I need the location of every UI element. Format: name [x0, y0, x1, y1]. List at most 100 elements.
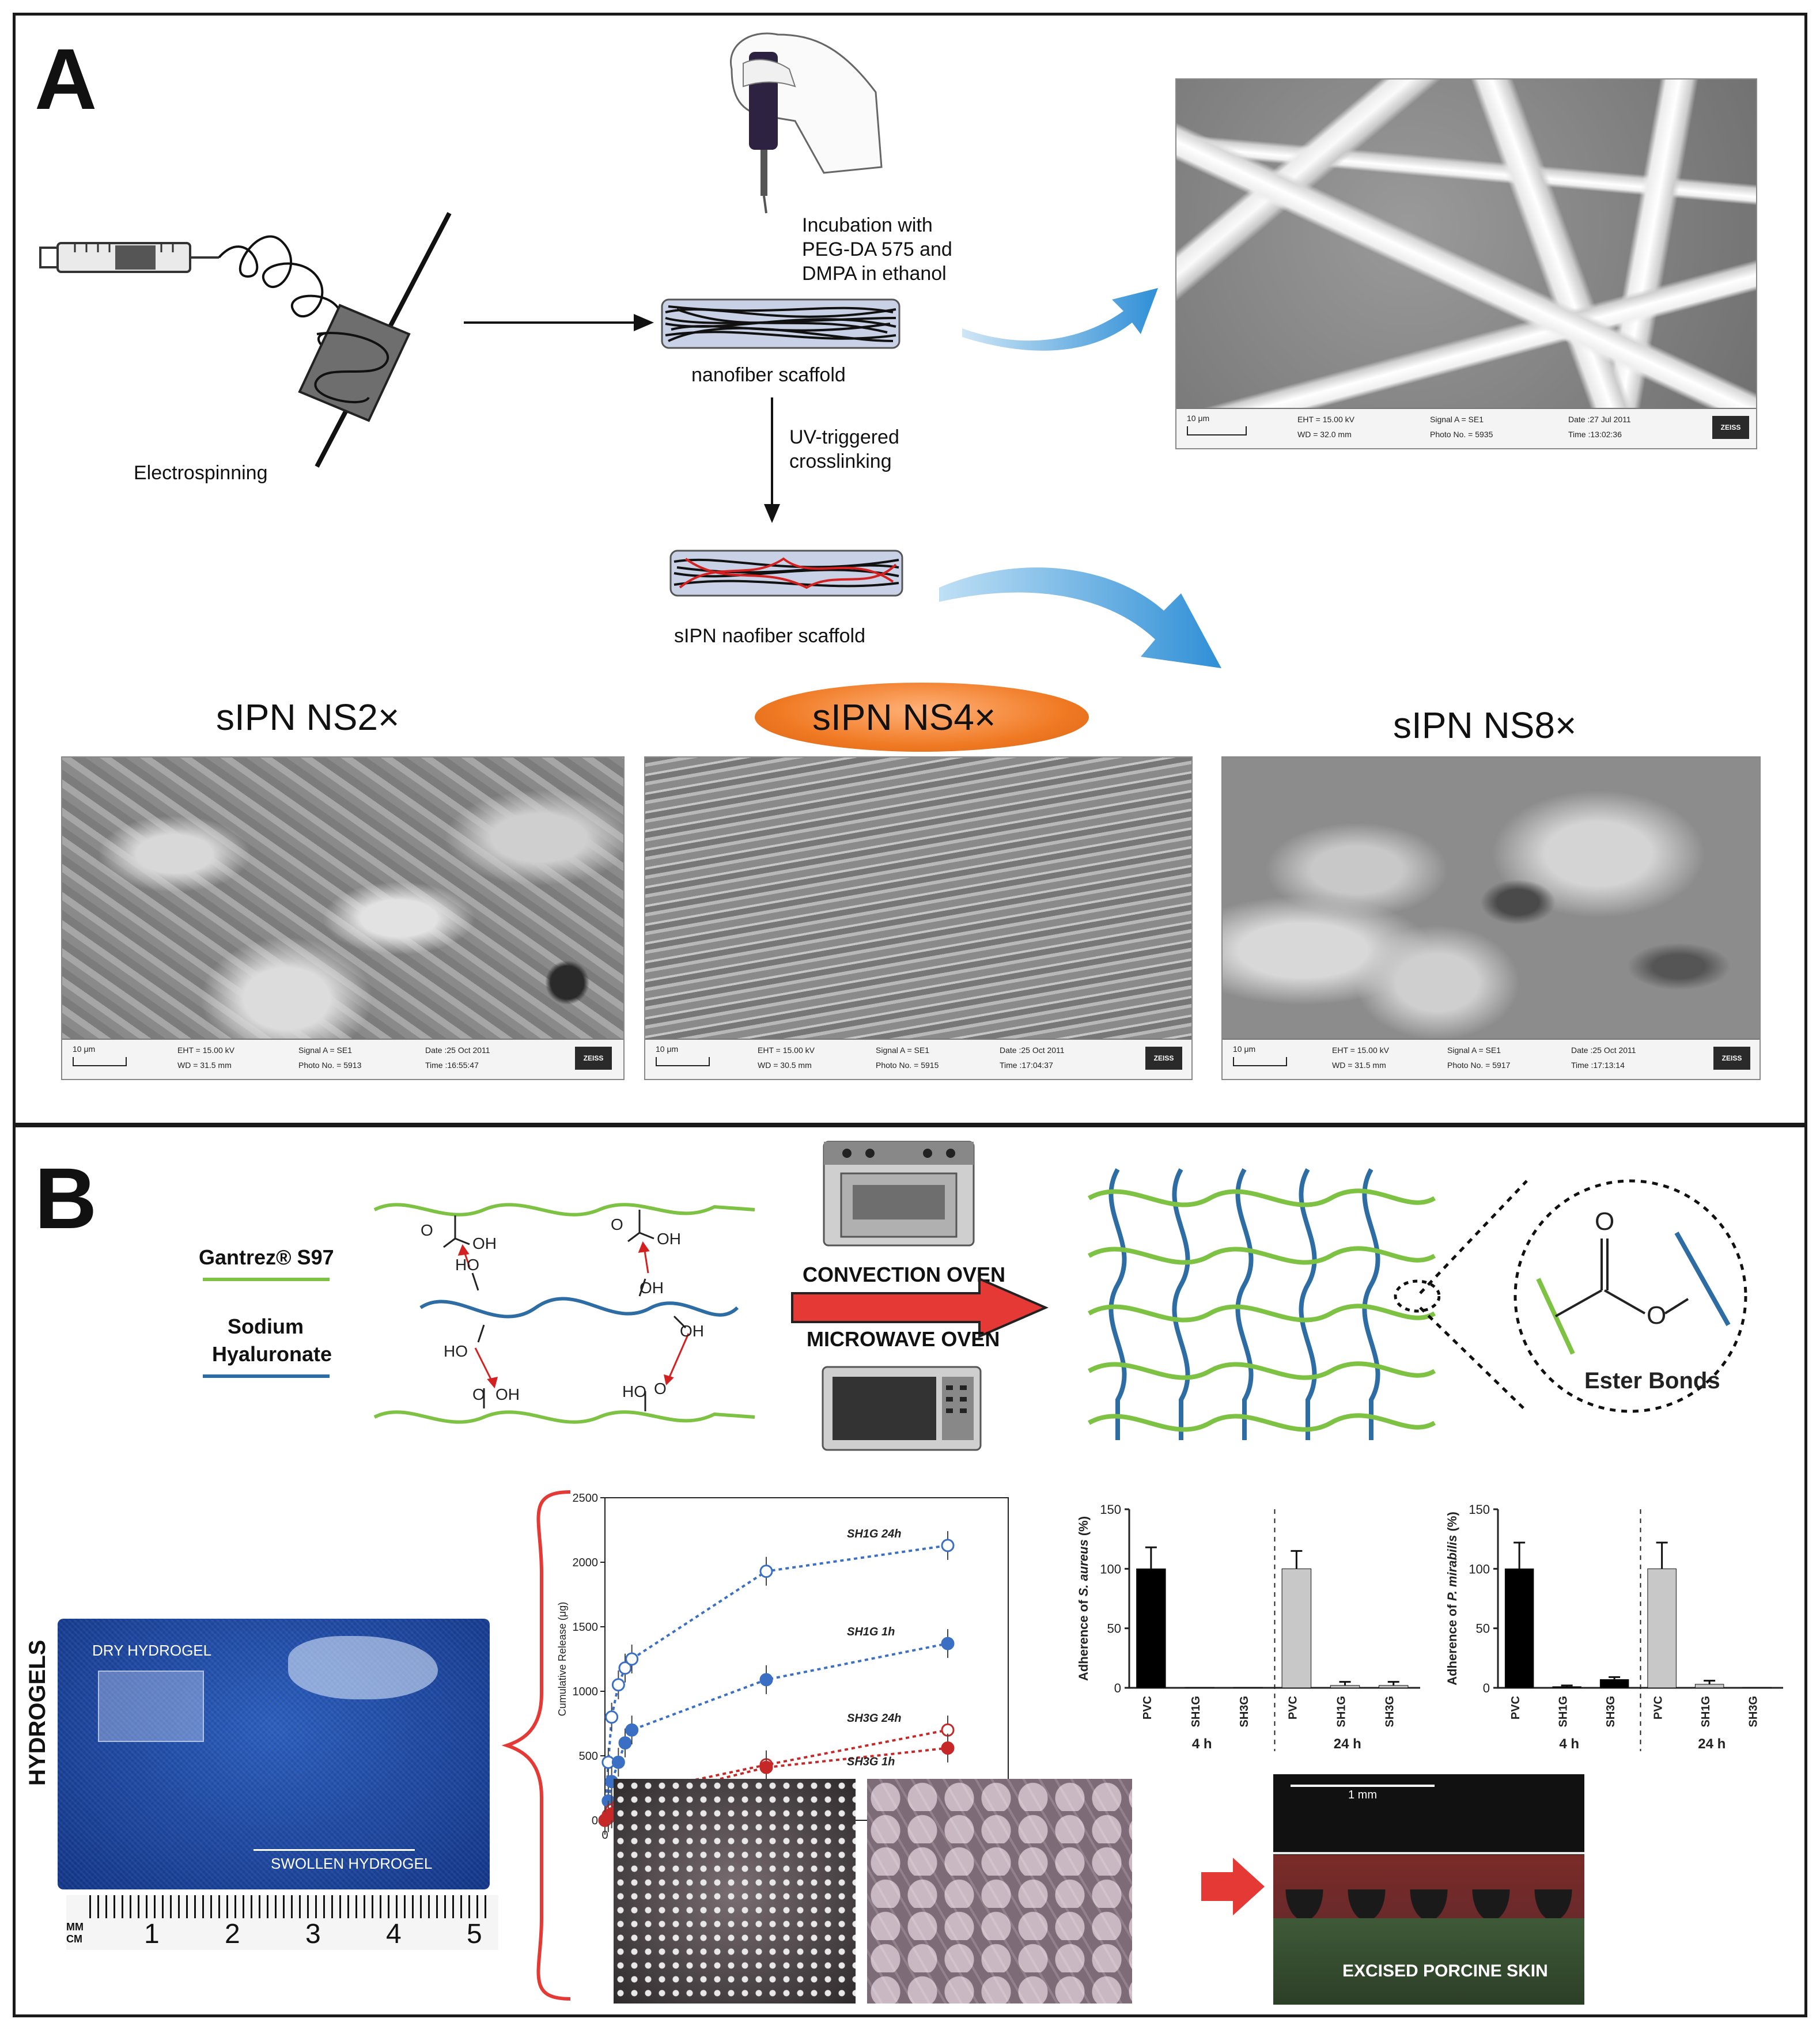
series-label: SH1G 24h — [847, 1528, 901, 1540]
y-tick-label: 100 — [1100, 1562, 1121, 1576]
bar — [1504, 1568, 1534, 1688]
legend-gantrez: Gantrez® S97 — [199, 1245, 334, 1269]
ns4-highlight-ellipse — [755, 683, 1089, 752]
data-point — [618, 1736, 632, 1750]
microneedle-array-photo — [614, 1779, 856, 2004]
sem-photo: Photo No. = 5935 — [1430, 430, 1493, 439]
y-axis-label: Adherence of S. aureus (%) — [1076, 1516, 1091, 1681]
ester-bond-zoom-circle: O O Ester Bonds — [1513, 1179, 1747, 1413]
ns8-date: Date :25 Oct 2011 — [1571, 1046, 1636, 1055]
sem-wd: WD = 32.0 mm — [1297, 430, 1352, 439]
sem-info-bar-ns4: 10 μm EHT = 15.00 kV WD = 30.5 mm Signal… — [645, 1039, 1191, 1079]
data-point — [618, 1661, 632, 1675]
legend-hyaluronate-2: Hyaluronate — [212, 1342, 332, 1366]
electrospinning-diagram — [39, 212, 452, 468]
ns4-signal: Signal A = SE1 — [876, 1046, 930, 1055]
data-point — [605, 1710, 619, 1724]
data-point — [941, 1637, 955, 1650]
ns4-eht: EHT = 15.00 kV — [758, 1046, 815, 1055]
ruler-tick-label: 4 — [386, 1919, 402, 1949]
bar — [1378, 1685, 1409, 1688]
uv-label-2: crosslinking — [789, 450, 892, 472]
swollen-pointer-line — [253, 1849, 415, 1851]
ho-label: HO — [444, 1342, 468, 1360]
nanofiber-label: nanofiber scaffold — [691, 364, 846, 386]
category-label: SH1G — [1190, 1696, 1202, 1727]
ns2-photo: Photo No. = 5913 — [298, 1061, 362, 1070]
data-point — [759, 1673, 773, 1687]
ns4-scale-bar — [656, 1057, 710, 1066]
y-tick-label: 2500 — [573, 1492, 599, 1505]
sipn-scaffold-image — [669, 550, 903, 597]
nanofiber-scaffold-image — [661, 298, 900, 349]
sem-image-nanofibers: 10 μm EHT = 15.00 kV WD = 32.0 mm Signal… — [1175, 78, 1757, 449]
group-label: 4 h — [1559, 1736, 1579, 1752]
y-tick-label: 50 — [1107, 1622, 1121, 1636]
series-label: SH3G 24h — [847, 1712, 901, 1725]
category-label: SH1G — [1557, 1696, 1570, 1727]
red-brace — [501, 1490, 571, 2001]
ns8-wd: WD = 31.5 mm — [1332, 1061, 1386, 1070]
y-tick-label: 500 — [579, 1750, 598, 1763]
sample-title-ns2: sIPN NS2× — [216, 696, 400, 738]
o-label: O — [654, 1380, 667, 1397]
data-point — [611, 1755, 625, 1769]
ruler-tick-label: 1 — [144, 1919, 160, 1949]
ns2-eht: EHT = 15.00 kV — [177, 1046, 234, 1055]
category-label: PVC — [1652, 1696, 1665, 1720]
y-tick-label: 2000 — [573, 1556, 599, 1569]
ns4-date: Date :25 Oct 2011 — [1000, 1046, 1065, 1055]
data-point — [759, 1760, 773, 1774]
oh-label: OH — [657, 1230, 681, 1248]
bar — [1136, 1568, 1166, 1688]
category-label: SH1G — [1700, 1696, 1712, 1727]
blue-arrow-to-sem — [962, 288, 1158, 351]
ho-label: HO — [622, 1383, 646, 1400]
ns2-time: Time :16:55:47 — [425, 1061, 479, 1070]
sem-eht: EHT = 15.00 kV — [1297, 415, 1354, 424]
ns8-scale-text: 10 μm — [1233, 1044, 1256, 1054]
category-label: SH3G — [1384, 1696, 1397, 1727]
porcine-skin-oct-image: 1 mm EXCISED PORCINE SKIN — [1273, 1774, 1584, 2005]
blue-arrow-to-ns8 — [939, 567, 1221, 668]
crosslinked-network-diagram — [1088, 1168, 1440, 1440]
syringe-icon — [39, 242, 219, 273]
sem-time: Time :13:02:36 — [1568, 430, 1622, 439]
hydrogel-photo: DRY HYDROGEL SWOLLEN HYDROGEL — [58, 1619, 490, 1889]
legend-hyaluronate-1: Sodium — [228, 1315, 304, 1338]
o-label: O — [472, 1385, 485, 1403]
oh-label: OH — [680, 1322, 704, 1340]
incubation-label-2: PEG-DA 575 and — [802, 238, 952, 260]
oh-label: OH — [495, 1385, 520, 1403]
y-tick-label: 0 — [592, 1815, 598, 1827]
ns4-scale-text: 10 μm — [656, 1044, 679, 1054]
sem-info-bar-ns8: 10 μm EHT = 15.00 kV WD = 31.5 mm Signal… — [1223, 1039, 1760, 1079]
ns4-time: Time :17:04:37 — [1000, 1061, 1053, 1070]
carbonyl-o-label: O — [1595, 1207, 1614, 1236]
skin-scale-bar — [1291, 1785, 1435, 1787]
zeiss-logo: ZEISS — [1712, 416, 1749, 439]
y-tick-label: 150 — [1469, 1502, 1490, 1517]
y-tick-label: 0 — [1114, 1681, 1121, 1695]
panel-b-letter: B — [35, 1150, 97, 1247]
data-point — [625, 1723, 639, 1737]
y-tick-label: 1500 — [573, 1621, 599, 1634]
ns2-scale-bar — [73, 1057, 127, 1066]
data-point — [941, 1539, 955, 1552]
ruler: MM CM 1 2 3 4 5 — [66, 1895, 498, 1950]
sample-title-ns8: sIPN NS8× — [1393, 705, 1577, 746]
swollen-hydrogel-film — [288, 1636, 438, 1699]
sipn-label: sIPN naofiber scaffold — [674, 625, 865, 647]
bar — [1599, 1679, 1629, 1688]
bar — [1185, 1687, 1214, 1688]
legend-blue-line — [203, 1374, 330, 1378]
electrospinning-label: Electrospinning — [134, 462, 268, 484]
ester-bonds-label: Ester Bonds — [1584, 1368, 1720, 1393]
data-point — [611, 1678, 625, 1692]
ns8-signal: Signal A = SE1 — [1447, 1046, 1501, 1055]
uv-arrow-down — [764, 397, 780, 523]
dry-hydrogel-film — [98, 1671, 204, 1742]
ns2-scale-text: 10 μm — [73, 1044, 96, 1054]
zeiss-logo: ZEISS — [575, 1047, 612, 1070]
